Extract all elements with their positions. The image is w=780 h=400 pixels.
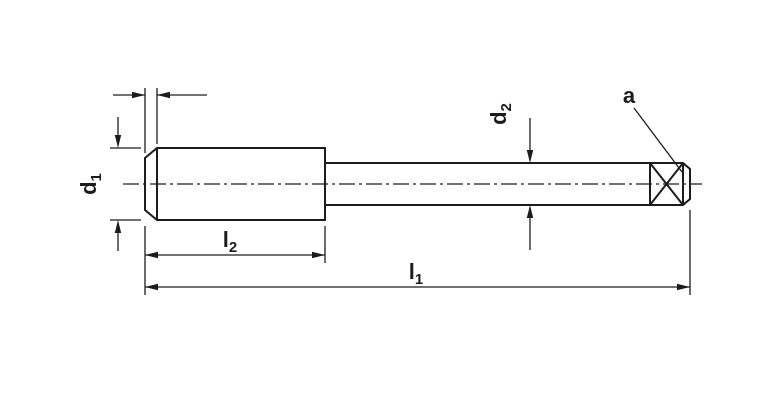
l1-label: l1	[409, 259, 423, 288]
part-outline	[123, 147, 702, 221]
d1-dimension: d1	[76, 117, 141, 251]
l1-dimension: l1	[144, 210, 691, 295]
l2-dimension: l2	[145, 226, 326, 263]
a-callout: a	[623, 83, 683, 173]
d2-dimension: d2	[486, 103, 534, 250]
l1-arrow-right-icon	[677, 283, 690, 291]
d1-arrow-up-icon	[114, 220, 122, 233]
chamfer-arrow-left-icon	[157, 91, 170, 99]
d2-label: d2	[486, 103, 515, 125]
l1-arrow-left-icon	[145, 283, 158, 291]
l2-arrow-left-icon	[145, 251, 158, 259]
l2-arrow-right-icon	[312, 251, 325, 259]
d1-arrow-down-icon	[114, 135, 122, 148]
d1-label: d1	[76, 173, 105, 195]
a-label: a	[623, 83, 636, 108]
chamfer-arrow-right-icon	[132, 91, 145, 99]
chamfer-dimension	[113, 88, 207, 153]
d2-arrow-up-icon	[526, 205, 534, 218]
d2-arrow-down-icon	[526, 150, 534, 163]
a-leader-line	[633, 107, 683, 173]
l2-label: l2	[223, 227, 237, 256]
